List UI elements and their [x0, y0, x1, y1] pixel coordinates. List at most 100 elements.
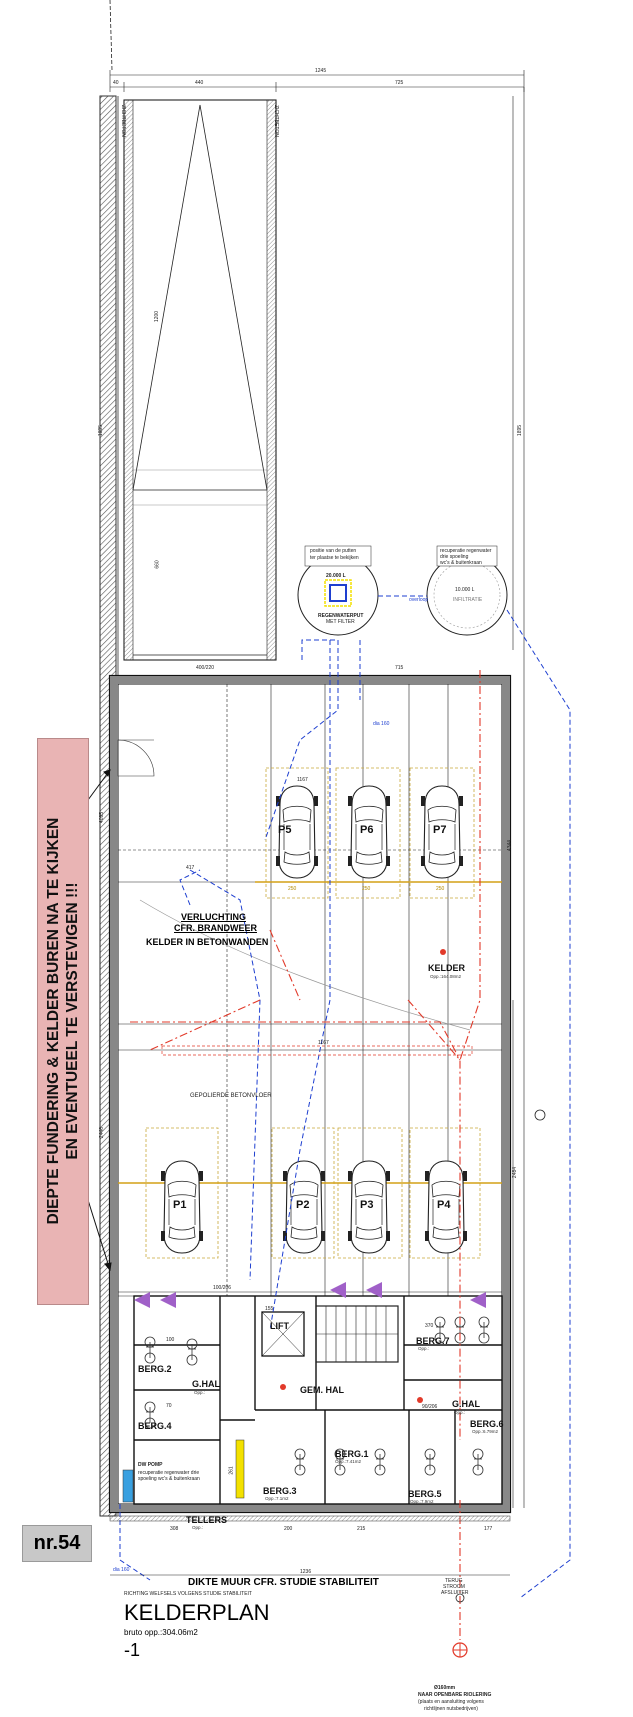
parking-label-p1: P1	[173, 1199, 187, 1211]
parking-label-p3: P3	[360, 1199, 374, 1211]
room-berg-4: BERG.4	[138, 1421, 172, 1431]
dim-right-lower: 2484	[512, 1166, 519, 1179]
parking-label-p2: P2	[296, 1199, 310, 1211]
room-tellers-area: Opp.:	[192, 1525, 204, 1530]
recup-note-1: recuperatie regenwater drie	[138, 1470, 200, 1476]
well-note-2: ter plaatse te bekijken	[310, 555, 359, 561]
staircase	[315, 1305, 399, 1363]
well-note-1: positie van de putten	[310, 548, 357, 554]
drain-dia: dia 160	[113, 1567, 130, 1573]
house-number: nr.54	[33, 1532, 81, 1554]
water-pump-tank	[122, 1469, 134, 1503]
banner-line-1: DIEPTE FUNDERING & KELDER BUREN NA TE KI…	[45, 817, 62, 1225]
room-gem-hal: GEM. HAL	[300, 1385, 344, 1395]
storage-walls	[133, 1295, 503, 1505]
dim-right-cellar: 4344	[507, 839, 514, 852]
lift-shaft	[261, 1311, 305, 1357]
dim-250-right: 250	[436, 886, 445, 892]
backflow-2: STROOM	[443, 1584, 465, 1590]
zichtbeton-left: ZICHTBETON	[120, 105, 126, 137]
floor-label: GEPOLIERDE BETONVLOER	[190, 1093, 272, 1099]
waste-pipes	[130, 670, 481, 1640]
parking-label-p5: P5	[278, 824, 292, 836]
room-ghal-left-area: Opp.:	[194, 1390, 206, 1395]
sewer-diameter: Ø160mm	[434, 1685, 456, 1691]
tank-note-1: recuperatie regenwater	[440, 548, 492, 554]
tank-note-2: drie spoeling	[440, 554, 469, 560]
dim-door: 100/206	[213, 1285, 232, 1291]
dim-p-gap-front: 1167	[297, 777, 308, 783]
thick-wall-label: DIKTE MUUR CFR. STUDIE STABILITEIT	[188, 1577, 379, 1588]
room-berg-3: BERG.3	[263, 1486, 297, 1496]
dim-250-mid: 250	[362, 886, 371, 892]
rainwater-pipes	[119, 595, 571, 1599]
sewer-label: NAAR OPENBARE RIOLERING	[418, 1692, 492, 1698]
dim-top-margin: 40	[113, 80, 119, 86]
rainwater-well	[297, 545, 379, 636]
pump-label: DW POMP	[138, 1462, 163, 1468]
dim-308: 308	[170, 1526, 179, 1532]
parking-bays	[145, 767, 481, 1259]
room-berg-7-area: Opp.:	[418, 1346, 430, 1351]
backflow-3: AFSLUITER	[441, 1590, 469, 1596]
room-berg-6-area: Opp.:6.79m2	[472, 1429, 499, 1434]
dim-bottom-total: 1236	[300, 1569, 312, 1575]
dim-mid-width: 715	[395, 665, 404, 671]
parking-label-p7: P7	[433, 824, 447, 836]
room-tellers: TELLERS	[186, 1515, 228, 1525]
drain-dia-2: dia 160	[373, 721, 390, 727]
dim-2446: 2446	[99, 1126, 106, 1139]
warning-banner: DIEPTE FUNDERING & KELDER BUREN NA TE KI…	[37, 738, 89, 1305]
banner-arrows	[87, 769, 112, 1272]
dim-driveway: 1200	[154, 310, 161, 323]
tank-volume: 10.000 L	[455, 587, 475, 593]
parking-label-p4: P4	[437, 1199, 451, 1211]
dim-gate: 400/220	[196, 665, 215, 671]
dim-200: 200	[284, 1526, 293, 1532]
ventilation-sublabel: CFR. BRANDWEER	[174, 923, 257, 933]
ventilation-label: VERLUCHTING	[181, 912, 246, 922]
house-number-badge: nr.54	[22, 1525, 92, 1562]
dim-417: 417	[186, 865, 195, 871]
dim-p-gap-rear: 1167	[318, 1040, 329, 1046]
dim-left-total: 1895	[98, 424, 105, 437]
parking-label-p6: P6	[360, 824, 374, 836]
room-berg-1: BERG.1	[335, 1449, 369, 1459]
dim-4095: 4095	[99, 811, 106, 824]
dim-100: 100	[166, 1337, 175, 1343]
room-berg-5-area: Opp.:7.9m2	[410, 1499, 434, 1504]
dim-top-left: 440	[195, 80, 204, 86]
room-berg-3-area: Opp.:7.1m2	[265, 1496, 289, 1501]
room-lift: LIFT	[270, 1321, 289, 1331]
slab-direction-note: RICHTING WELFSELS VOLGENS STUDIE STABILI…	[124, 1591, 252, 1597]
dim-370: 370	[425, 1323, 434, 1329]
sewer-note: (plaats en aansluiting volgens	[418, 1699, 484, 1705]
room-berg-2: BERG.2	[138, 1364, 172, 1374]
dim-right-total: 1895	[517, 424, 524, 437]
overflow-label: overloop	[409, 597, 429, 603]
sewer-note-2: richtlijnen nutsbedrijven)	[424, 1706, 478, 1712]
banner-line-2: EN EVENTUEEL TE VERSTEVIGEN !!!	[64, 882, 81, 1160]
gross-area: bruto opp.:304.06m2	[124, 1628, 198, 1637]
fire-exit-arrows	[134, 1282, 486, 1308]
dim-ramp: 660	[154, 560, 161, 569]
room-berg-5: BERG.5	[408, 1489, 442, 1499]
sewer-connection	[452, 1593, 468, 1658]
tank-note-3: wc's & buitenkraan	[440, 560, 482, 566]
zichtbeton-right: ZICHTBETON	[273, 105, 279, 137]
top-dimensions	[109, 70, 525, 92]
cellar-area: Opp.:164.08m2	[430, 974, 462, 979]
room-berg-7: BERG.7	[416, 1336, 450, 1346]
cellar-label: KELDER	[428, 963, 466, 973]
backflow-1: TERUG	[445, 1578, 463, 1584]
dim-155: 155	[265, 1306, 274, 1312]
well-volume: 20.000 L	[326, 573, 346, 579]
well-name: REGENWATERPUT	[318, 613, 364, 619]
room-berg-6: BERG.6	[470, 1419, 504, 1429]
plan-title: KELDERPLAN	[124, 1600, 270, 1625]
driveway	[123, 99, 277, 661]
dim-70: 70	[166, 1403, 172, 1409]
room-ghal-left: G.HAL	[192, 1379, 220, 1389]
cellar-walls-label: KELDER IN BETONWANDEN	[146, 937, 269, 947]
